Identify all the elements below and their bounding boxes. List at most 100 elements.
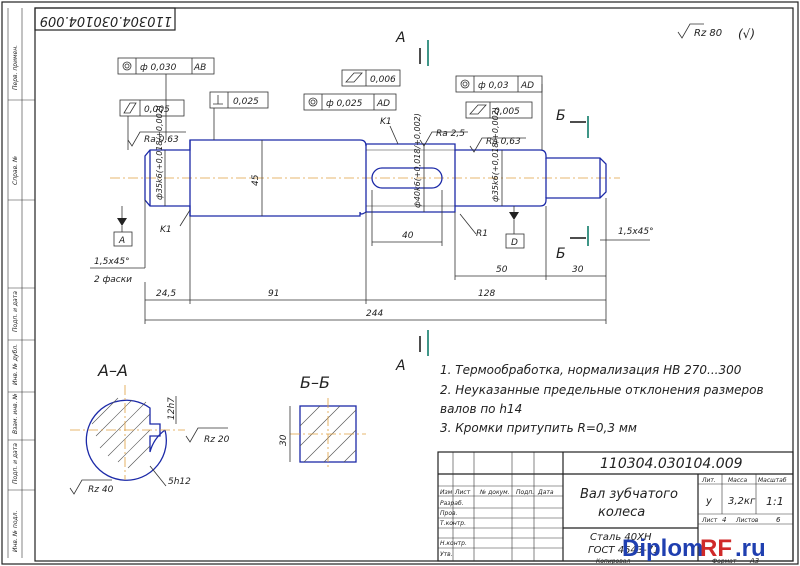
section-aa: А–А 12h7 Rz 20 Rz 40 5h12 xyxy=(69,361,230,495)
datum-d-label: D xyxy=(511,238,518,248)
tolerance-perp-left: 0,025 xyxy=(209,91,269,140)
chamfer-left-note: 2 фаски xyxy=(94,275,132,285)
k1-left-leader: K1 xyxy=(160,209,191,235)
surface-k1-left: K1 xyxy=(160,225,172,235)
section-label-a-bottom: A xyxy=(395,358,406,374)
tb-material-1: Сталь 40ХН xyxy=(590,532,652,543)
roughness-mid-value: Ra 2,5 xyxy=(436,129,465,139)
r1-leader: R1 xyxy=(459,213,488,239)
tb-role-utv: Утв. xyxy=(440,551,453,558)
section-label-a-top: A xyxy=(395,30,406,46)
diameter-40: ф40k6(+0,018/+0,002) xyxy=(413,113,425,212)
side-stamp-column: Перв. примен. Справ. № Подп. и дата Инв.… xyxy=(7,8,35,558)
general-roughness-value: Rz 80 xyxy=(694,28,722,39)
tb-lit-header: Лит. xyxy=(701,477,716,484)
dim-24-5-label: 24,5 xyxy=(156,289,176,299)
dim-91: 91 xyxy=(190,212,367,304)
note-3: 3. Кромки притупить R=0,3 мм xyxy=(440,421,637,435)
side-stamp-3: Подп. и дата xyxy=(12,291,19,332)
dim-244-label: 244 xyxy=(366,309,383,319)
tolerance-runout-right-base: AD xyxy=(520,81,534,91)
dim-128-label: 128 xyxy=(478,289,495,299)
surface-k1-top: K1 xyxy=(380,117,392,127)
tb-col-izm: Изм xyxy=(440,489,453,496)
tolerance-cyl-mid-value: 0,006 xyxy=(370,75,396,85)
tb-col-list: Лист xyxy=(454,489,471,496)
tb-role-tkontr: Т.контр. xyxy=(440,520,466,527)
watermark-part3: .ru xyxy=(735,535,766,562)
roughness-mid: Ra 2,5 xyxy=(419,129,468,147)
tb-scale-header: Масштаб xyxy=(758,477,787,484)
watermark: Diplom RF .ru xyxy=(622,535,766,562)
side-stamp-5: Взам. инв. № xyxy=(12,393,19,434)
tolerance-runout-ad-value: ф 0,025 xyxy=(326,99,363,109)
note-1: 1. Термообработка, нормализация НВ 270..… xyxy=(440,363,742,377)
tolerance-cyl-right-value: 0,005 xyxy=(494,107,520,117)
title-block: Изм Лист № докум. Подп. Дата Разраб. Про… xyxy=(437,451,794,565)
tolerance-runout-ab: ф 0,030 AB xyxy=(117,57,215,140)
tb-role-razrab: Разраб. xyxy=(440,500,464,507)
tolerance-runout-right: ф 0,03 AD xyxy=(455,75,543,150)
tb-format-label: Формат xyxy=(712,558,737,565)
chamfer-left-label: 1,5х45° xyxy=(94,257,130,267)
dim-128: 128 xyxy=(366,280,607,324)
diameter-right: ф35k6(+0,018/+0,002) xyxy=(491,107,503,206)
dim-244: 244 xyxy=(145,309,606,321)
dim-50: 50 xyxy=(454,206,547,280)
tb-scale: 1:1 xyxy=(766,495,784,508)
tb-sheets-label: Листов xyxy=(735,517,759,524)
chamfer-right: 1,5х45° xyxy=(600,227,654,241)
rotated-drawing-number: 110304.030104.009 xyxy=(40,13,172,28)
diameter-45-label: 45 xyxy=(251,174,261,186)
tolerance-runout-ad-base: AD xyxy=(376,99,390,109)
tb-copied: Копировал xyxy=(596,558,630,565)
chamfer-left: 1,5х45° 2 фаски xyxy=(90,200,146,285)
shaft-outline xyxy=(144,139,607,217)
tolerance-runout-ab-base: AB xyxy=(193,63,206,73)
tb-format: А3 xyxy=(749,557,759,565)
tb-sheets-num: 6 xyxy=(776,516,781,524)
tolerance-runout-right-value: ф 0,03 xyxy=(478,81,509,91)
section-bb-size: 30 xyxy=(279,434,289,446)
dim-30-label: 30 xyxy=(572,265,584,275)
tolerance-perp-left-value: 0,025 xyxy=(233,97,259,107)
tb-lit: у xyxy=(705,496,713,507)
watermark-part1: Diplom xyxy=(622,535,703,562)
dim-50-label: 50 xyxy=(496,265,508,275)
tolerance-cyl-right: 0,005 xyxy=(465,101,533,119)
tb-material-2: ГОСТ 4543-71 xyxy=(588,545,660,556)
general-roughness: Rz 80 (√) xyxy=(677,23,755,41)
section-aa-width: 5h12 xyxy=(168,477,191,487)
tolerance-parallel-left: 0,005 xyxy=(119,99,185,150)
watermark-part2: RF xyxy=(700,535,732,562)
section-mark-a-top: A xyxy=(395,30,429,66)
technical-notes: 1. Термообработка, нормализация НВ 270..… xyxy=(440,363,764,435)
tb-col-date: Дата xyxy=(537,489,554,496)
roughness-left-value: Ra 0,63 xyxy=(144,135,179,145)
diameter-left-label: ф35k6(+0,018/+0,002) xyxy=(155,105,164,200)
section-aa-rz20: Rz 20 xyxy=(204,435,230,445)
tb-sheet-label: Лист xyxy=(701,517,718,524)
tolerance-cyl-mid: 0,006 K1 xyxy=(341,69,401,145)
tb-col-sign: Подп. xyxy=(516,489,534,496)
diameter-right-label: ф35k6(+0,018/+0,002) xyxy=(491,107,500,202)
side-stamp-2: Справ. № xyxy=(12,156,19,185)
section-aa-depth: 12h7 xyxy=(167,397,177,420)
section-mark-b-top: Б xyxy=(556,108,589,138)
rotated-number-box: 110304.030104.009 xyxy=(34,7,176,31)
diameter-45: 45 xyxy=(251,140,263,216)
general-roughness-paren: (√) xyxy=(738,27,755,41)
tb-name-line1: Вал зубчатого xyxy=(580,487,678,502)
section-aa-title: А–А xyxy=(97,361,128,380)
datum-a-label: A xyxy=(118,236,125,246)
section-bb-title: Б–Б xyxy=(300,373,330,392)
dim-keyway-40-label: 40 xyxy=(402,231,414,241)
tolerance-runout-ab-value: ф 0,030 xyxy=(140,63,177,73)
roughness-right: Ra 0,63 xyxy=(469,137,526,153)
note-2-cont: валов по h14 xyxy=(440,402,522,416)
side-stamp-6: Подп. и дата xyxy=(12,443,19,484)
inner-frame xyxy=(34,7,794,562)
section-mark-a-bottom: A xyxy=(395,330,429,374)
diameter-40-label: ф40k6(+0,018/+0,002) xyxy=(413,113,422,208)
